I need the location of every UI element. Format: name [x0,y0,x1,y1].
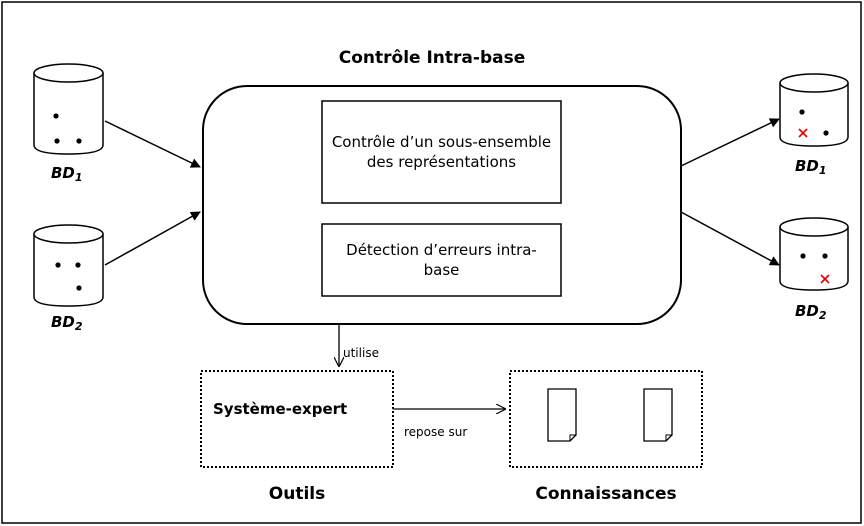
output-db2-cylinder [779,217,849,291]
arrow-db2-to-control [104,211,201,266]
output-db1-label: BD1 [795,157,827,177]
subset-control-box [321,100,562,204]
input-db1-cylinder [33,63,104,155]
input-db2-cylinder [33,224,104,307]
diagram-title: Contrôle Intra-base [338,48,526,68]
error-mark-icon [798,128,808,138]
relies-on-label: repose sur [404,425,468,439]
error-detection-label: Détection d’erreurs intra-base [346,241,537,279]
knowledge-box [509,370,703,468]
uses-label: utilise [343,346,379,360]
input-db1-label: BD1 [51,164,83,184]
tools-section-label: Outils [268,484,326,504]
arrow-control-to-db1 [680,118,780,167]
output-db2-label: BD2 [795,302,827,322]
arrow-control-to-db2 [680,211,780,266]
arrow-db1-to-control [104,120,201,168]
error-detection-box [321,223,562,297]
output-db1-cylinder [779,73,849,147]
document-icon [643,388,673,442]
expert-system-label: Système-expert [213,400,348,418]
document-icon [547,388,577,442]
tools-box [200,370,394,468]
error-mark-icon [820,274,830,284]
knowledge-section-label: Connaissances [535,484,677,504]
input-db2-label: BD2 [51,313,83,333]
subset-control-label: Contrôle d’un sous-ensemble des représen… [331,133,552,171]
